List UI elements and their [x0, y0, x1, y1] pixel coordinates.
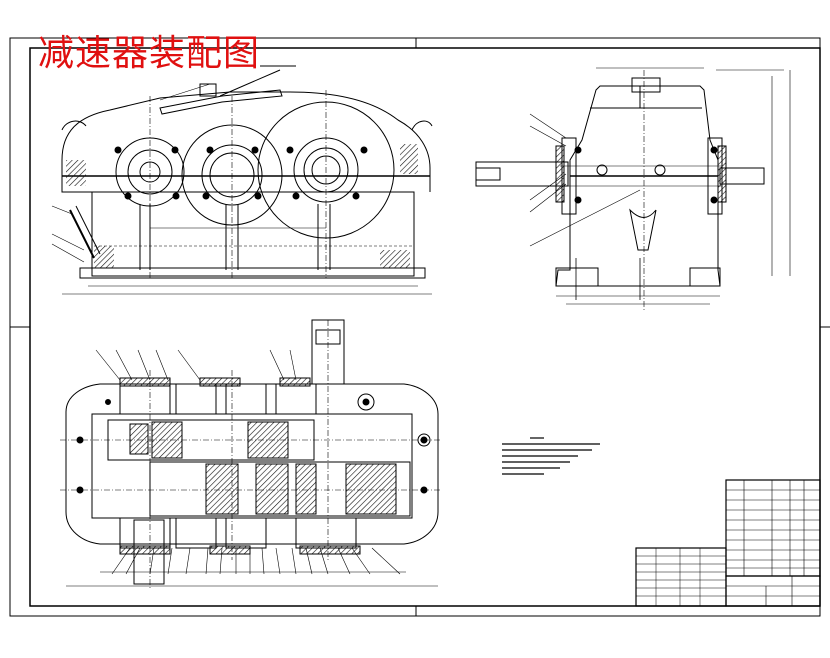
sheet-border [9, 37, 830, 617]
plan-view [60, 319, 440, 590]
side-view [475, 67, 791, 310]
drawing-title: 减速器装配图 [38, 33, 261, 74]
front-view [51, 65, 433, 295]
parts-list-table [635, 479, 821, 607]
technical-notes [502, 437, 600, 475]
